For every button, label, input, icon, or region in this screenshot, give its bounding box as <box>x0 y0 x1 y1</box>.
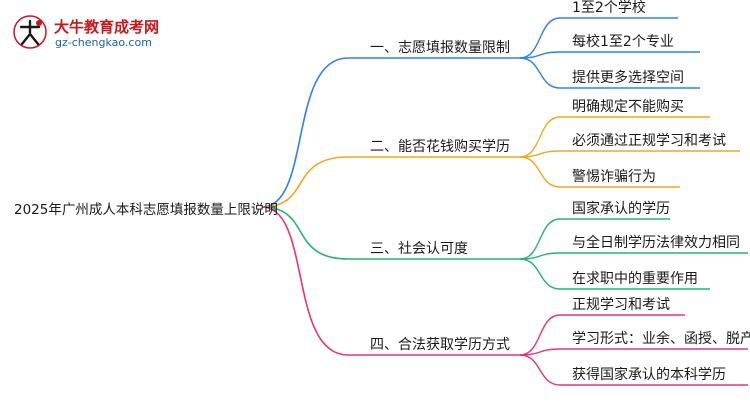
branch-label-recognition[interactable]: 三、社会认可度 <box>370 241 468 257</box>
leaf-label-purchase-2[interactable]: 必须通过正规学习和考试 <box>572 133 726 149</box>
connector-root-purchase <box>261 156 349 208</box>
connector-root-legal-path <box>261 206 349 356</box>
connector-recognition-leaf-1 <box>519 218 561 260</box>
leaf-label-legal-path-1[interactable]: 正规学习和考试 <box>572 297 670 313</box>
connector-purchase-leaf-2 <box>519 150 561 158</box>
leaf-label-recognition-1[interactable]: 国家承认的学历 <box>572 201 670 217</box>
leaf-label-limit-1[interactable]: 1至2个学校 <box>572 0 646 16</box>
connector-limit-leaf-2 <box>519 51 561 59</box>
branch-label-limit[interactable]: 一、志愿填报数量限制 <box>370 40 510 56</box>
connector-recognition-leaf-3 <box>519 258 561 290</box>
leaf-label-recognition-3[interactable]: 在求职中的重要作用 <box>572 271 698 287</box>
connector-purchase-leaf-3 <box>519 156 561 188</box>
connector-limit-leaf-3 <box>519 57 561 89</box>
connector-root-recognition <box>261 206 349 260</box>
connector-legal-path-leaf-2 <box>519 348 561 356</box>
leaf-label-limit-2[interactable]: 每校1至2个专业 <box>572 34 674 50</box>
connector-limit-leaf-1 <box>519 17 561 59</box>
leaf-label-limit-3[interactable]: 提供更多选择空间 <box>572 70 684 86</box>
leaf-label-purchase-1[interactable]: 明确规定不能购买 <box>572 99 684 115</box>
logo-title: 大牛教育成考网 <box>54 18 160 36</box>
leaf-label-recognition-2[interactable]: 与全日制学历法律效力相同 <box>572 235 740 251</box>
branch-label-legal-path[interactable]: 四、合法获取学历方式 <box>370 337 510 353</box>
leaf-label-legal-path-2[interactable]: 学习形式：业余、函授、脱产 <box>572 331 750 347</box>
connector-purchase-leaf-1 <box>519 116 561 158</box>
site-logo[interactable]: 大牛教育成考网 gz-chengkao.com <box>12 14 162 54</box>
leaf-label-purchase-3[interactable]: 警惕诈骗行为 <box>572 169 656 185</box>
root-topic: 2025年广州成人本科志愿填报数量上限说明 <box>14 202 278 218</box>
connector-legal-path-leaf-1 <box>519 314 561 356</box>
logo-mark-icon <box>13 15 47 49</box>
connector-legal-path-leaf-3 <box>519 354 561 386</box>
leaf-label-legal-path-3[interactable]: 获得国家承认的本科学历 <box>572 367 726 383</box>
connector-root-limit <box>261 57 349 208</box>
logo-url[interactable]: gz-chengkao.com <box>55 36 152 49</box>
branch-label-purchase[interactable]: 二、能否花钱购买学历 <box>370 139 510 155</box>
connector-recognition-leaf-2 <box>519 252 561 260</box>
